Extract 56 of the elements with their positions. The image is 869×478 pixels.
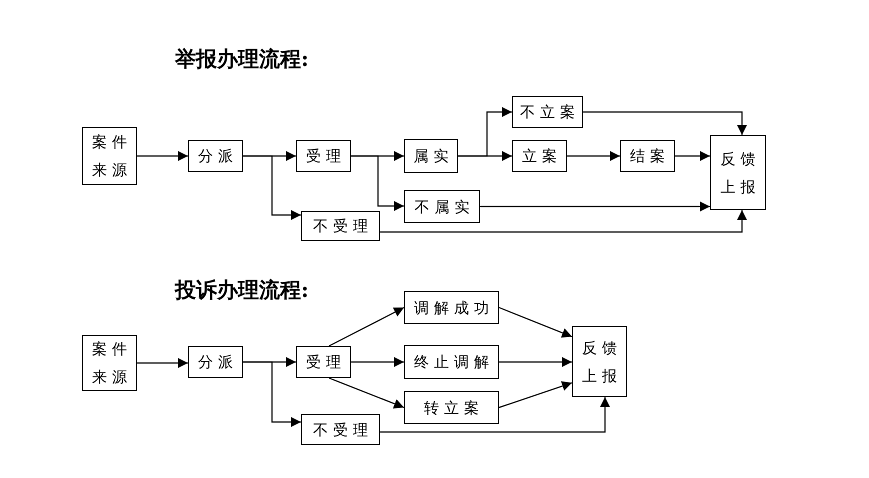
box-label: 调解成功	[414, 298, 494, 318]
process-box	[301, 211, 380, 241]
box-label: 反馈上报	[720, 148, 762, 198]
process-box	[82, 335, 137, 391]
process-box	[296, 346, 351, 378]
box-label: 受理	[306, 146, 346, 167]
box-label: 案件来源	[91, 339, 133, 388]
arrow	[328, 306, 404, 347]
process-box	[296, 140, 351, 172]
arrow	[380, 210, 747, 233]
box-label: 不受理	[313, 420, 373, 440]
process-box	[404, 291, 499, 324]
arrow	[137, 151, 188, 161]
box-label: 分派	[198, 352, 238, 373]
box-label: 转立案	[424, 398, 484, 418]
arrow	[567, 151, 620, 161]
arrow	[675, 151, 710, 161]
box-label: 属实	[414, 146, 454, 167]
box-label: 不立案	[520, 102, 580, 123]
box-label: 不属实	[414, 196, 474, 218]
box-label: 结案	[630, 146, 670, 167]
box-label: 不受理	[313, 216, 373, 237]
arrow	[351, 155, 404, 211]
section-heading: 举报办理流程:	[175, 45, 309, 73]
process-box	[620, 140, 675, 172]
arrow	[328, 377, 404, 408]
box-label: 分派	[198, 146, 238, 167]
arrow	[498, 306, 572, 338]
process-box	[188, 346, 243, 378]
arrow	[499, 357, 572, 367]
process-box	[301, 414, 380, 445]
box-label: 案件来源	[91, 132, 133, 181]
arrow	[243, 361, 301, 427]
process-box	[404, 190, 480, 223]
process-box	[404, 391, 499, 424]
process-box	[404, 345, 499, 379]
process-box	[512, 96, 583, 128]
arrow	[243, 155, 301, 220]
box-label: 终止调解	[414, 352, 494, 373]
box-label: 立案	[522, 146, 562, 167]
arrow	[498, 381, 572, 408]
box-label: 受理	[306, 352, 346, 373]
arrow	[480, 202, 710, 212]
process-box	[188, 140, 243, 172]
arrow	[458, 151, 512, 161]
process-box	[512, 140, 567, 172]
section-heading: 投诉办理流程:	[175, 276, 309, 304]
arrow	[137, 358, 188, 368]
process-box	[82, 127, 137, 185]
process-box	[710, 135, 766, 210]
arrow	[380, 397, 610, 433]
process-box	[572, 326, 627, 397]
box-label: 反馈上报	[581, 338, 623, 386]
process-box	[404, 139, 458, 173]
arrow	[351, 357, 404, 367]
arrow	[583, 111, 747, 135]
